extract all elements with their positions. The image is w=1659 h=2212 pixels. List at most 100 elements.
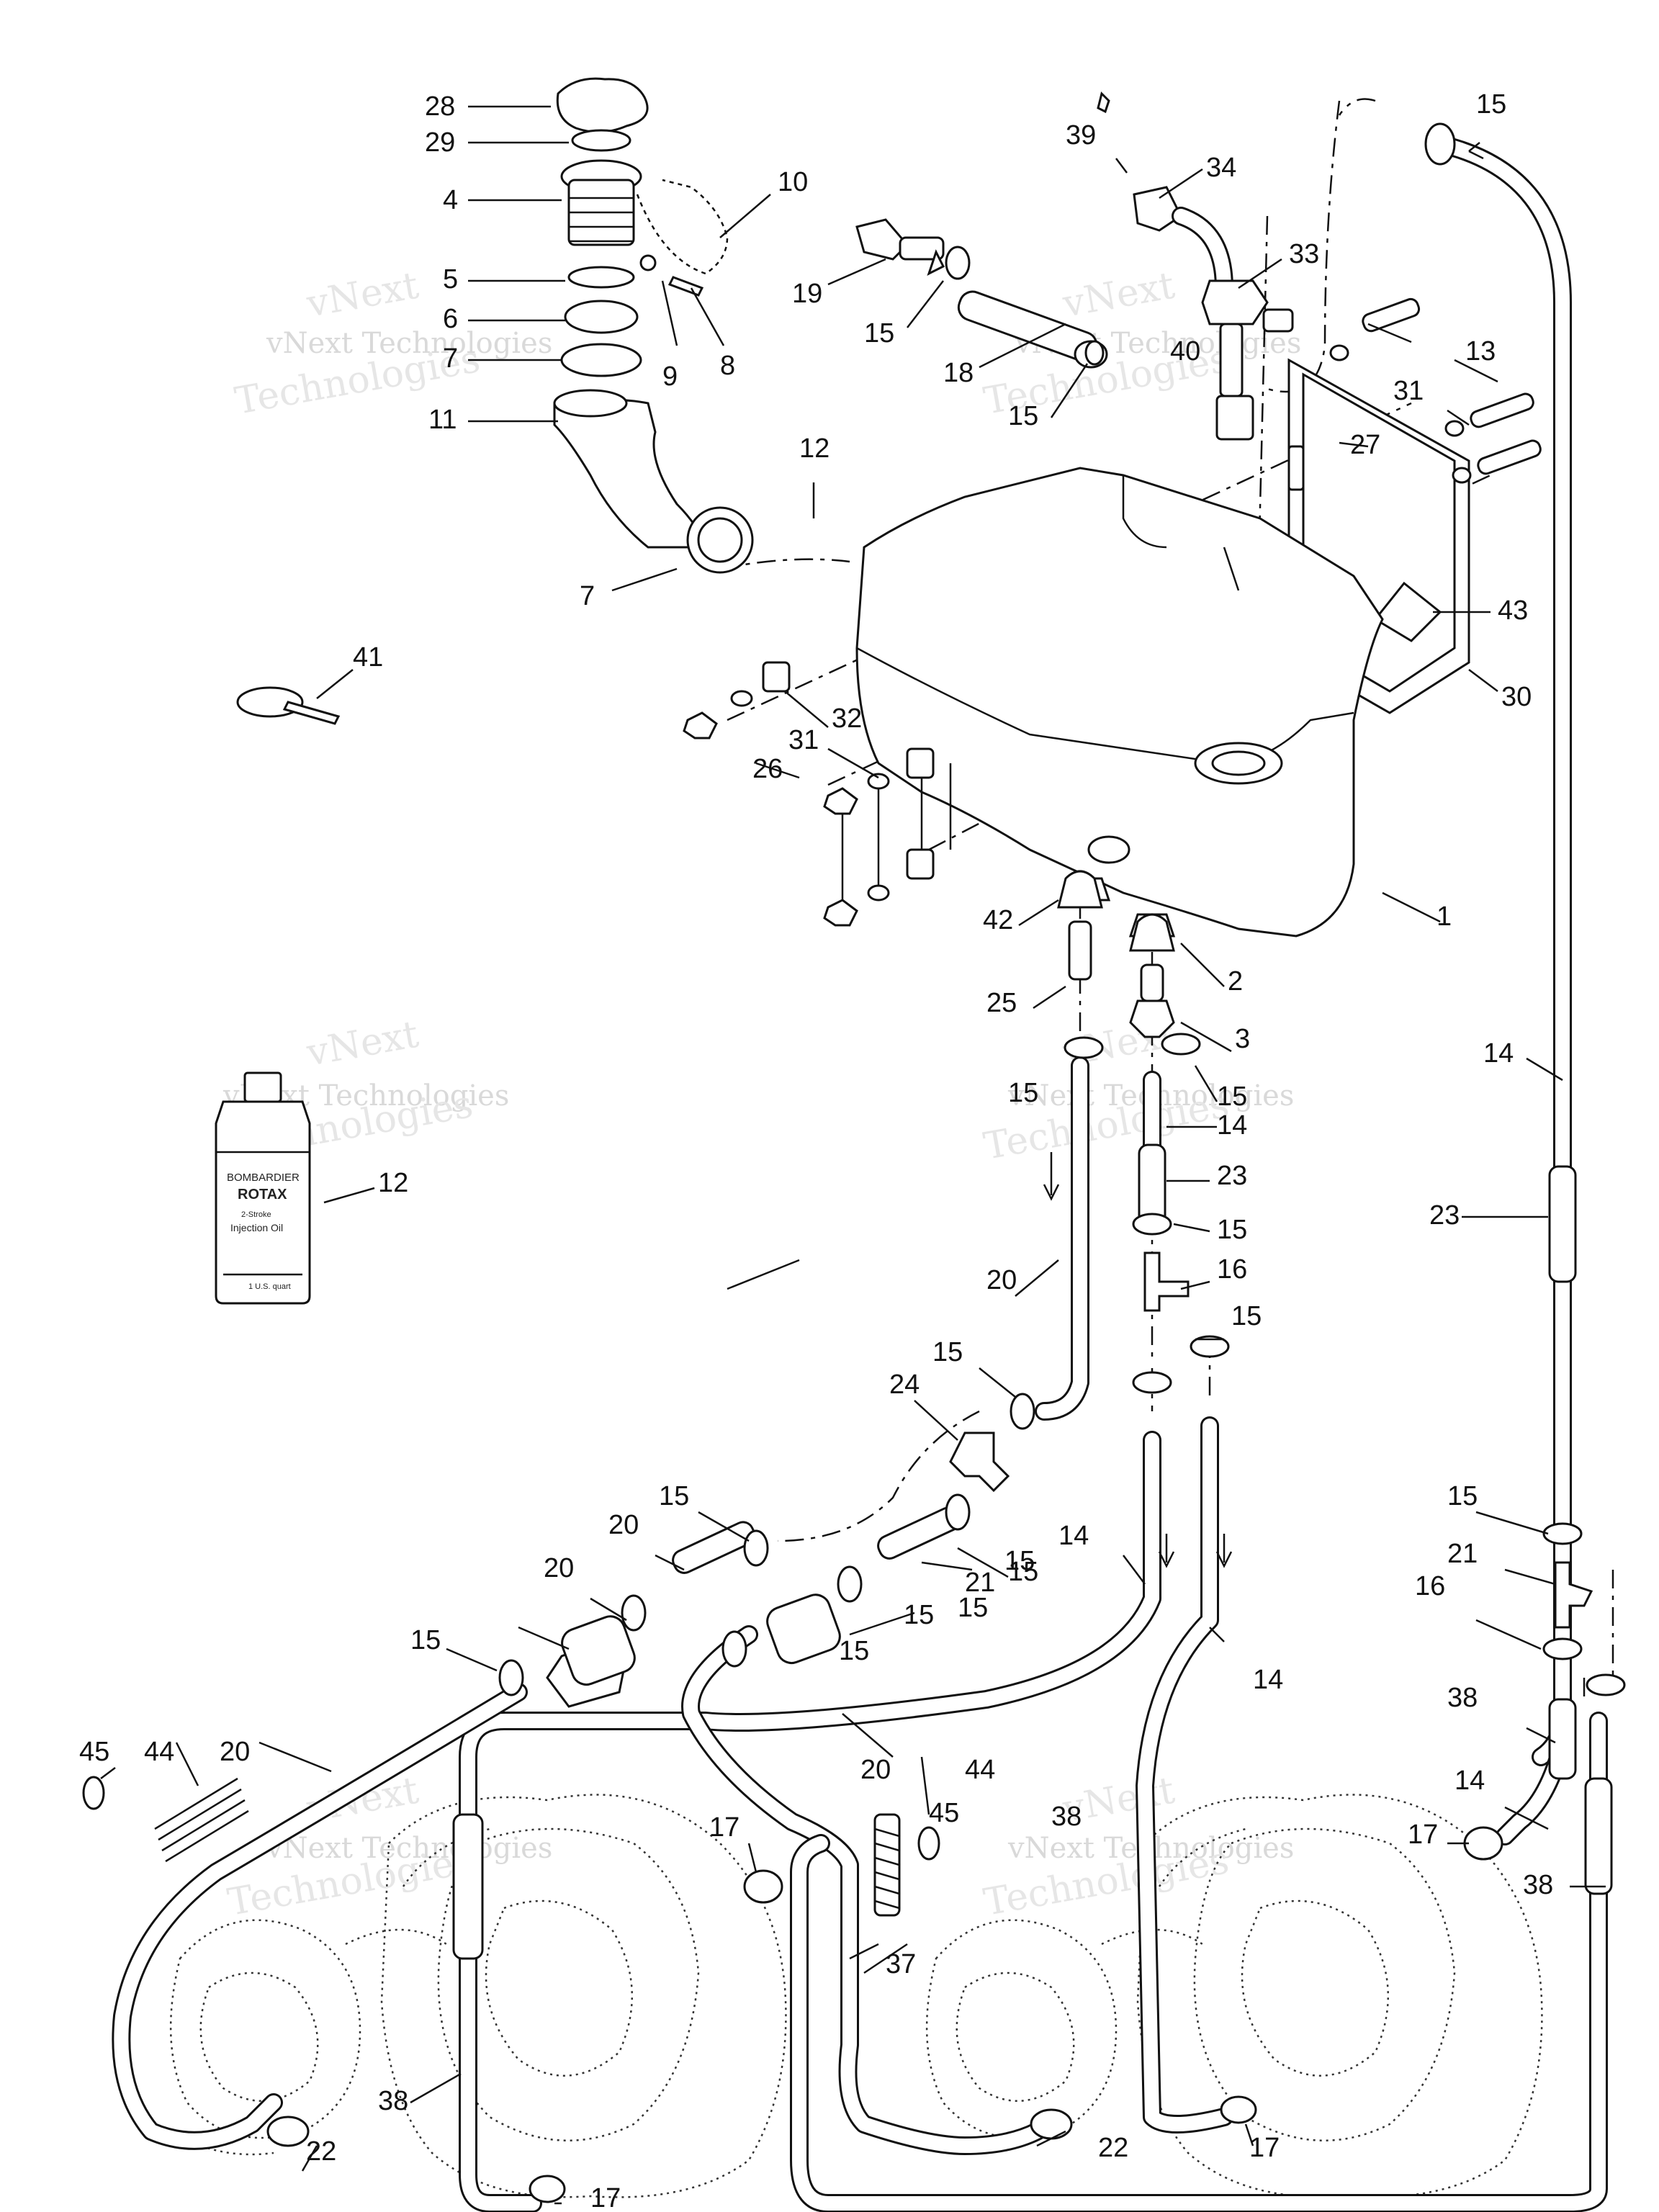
watermark-word: vNext [303,264,422,326]
part-callout: 7 [443,343,458,374]
flow-arrows [1043,142,1484,1568]
engine-left [169,1794,787,2198]
part-callout: 38 [1523,1870,1553,1900]
engine-right [925,1794,1543,2198]
part-callout: 18 [943,358,974,388]
part-callout: 37 [886,1949,916,1979]
part-callout: 30 [1501,682,1532,712]
part-callout: 44 [965,1755,995,1785]
cable-tie [236,686,341,725]
bottle-label-text: 1 U.S. quart [248,1282,291,1291]
part-callout: 21 [965,1568,995,1598]
part-callout: 3 [1235,1024,1250,1054]
part-callout: 15 [958,1593,988,1623]
part-callout: 15 [904,1600,934,1630]
part-callout: 13 [1465,336,1496,367]
part-callout: 22 [1098,2133,1128,2163]
part-callout: 17 [1408,1820,1438,1850]
part-callout: 15 [1217,1082,1247,1112]
springs [154,1777,901,1917]
part-callout: 6 [443,304,458,334]
part-callout: 12 [799,433,830,464]
part-callout: 15 [864,318,894,349]
part-callout: 15 [1476,89,1506,120]
part-callout: 15 [659,1481,689,1511]
part-callout: 20 [544,1553,574,1583]
part-callout: 15 [410,1625,441,1655]
part-callout: 14 [1058,1521,1089,1551]
leader-lines [100,105,1606,2205]
part-callout: 19 [792,279,822,309]
part-callout: 45 [929,1798,959,1828]
part-callout: 2 [1228,966,1243,997]
part-callout: 15 [1004,1546,1035,1576]
part-callout: 15 [1008,1557,1038,1587]
part-callout: 4 [443,185,458,215]
part-callout: 43 [1498,595,1528,626]
part-callout: 42 [983,905,1013,935]
bottle-label-text: 2-Stroke [241,1210,271,1219]
part-callout: 28 [425,91,455,122]
part-callout: 25 [986,988,1017,1018]
part-callout: 17 [1249,2133,1280,2163]
part-callout: 21 [1447,1539,1478,1569]
part-callout: 38 [1447,1683,1478,1713]
part-callout: 29 [425,127,455,158]
part-callout: 16 [1415,1571,1445,1601]
bottle-label-text: Injection Oil [230,1222,283,1233]
part-callout: 15 [839,1636,869,1666]
part-callout: 39 [1066,120,1096,150]
part-callout: 14 [1253,1665,1283,1695]
part-callout: 15 [1008,401,1038,431]
part-callout: 20 [608,1510,639,1540]
part-callout: 31 [788,725,819,755]
part-callout: 44 [144,1737,174,1767]
filler-cap-assembly [553,77,754,574]
part-callout: 14 [1483,1038,1514,1069]
part-callout: 45 [79,1737,109,1767]
part-callout: 23 [1429,1200,1460,1231]
part-callout: 17 [590,2183,621,2212]
part-callout: 24 [889,1370,920,1400]
part-callout: 20 [220,1737,250,1767]
part-callout: 26 [752,754,783,784]
watermark-word: vNext [303,1013,422,1075]
part-callout: 15 [1447,1481,1478,1511]
part-callout: 38 [1051,1802,1082,1832]
part-callout: 33 [1289,239,1319,269]
part-callout: 34 [1206,153,1236,183]
part-callout: 32 [832,703,862,734]
part-callout: 12 [378,1168,408,1198]
part-callout: 14 [1455,1766,1485,1796]
watermark-word: vNext [1059,264,1178,326]
fittings [949,870,1593,1629]
part-callout: 40 [1170,336,1200,367]
part-callout: 1 [1437,902,1452,932]
vent-assembly [855,91,1294,441]
mounting-hardware [683,661,952,927]
part-callout: 15 [1231,1301,1262,1331]
hoses [112,135,1613,2212]
part-callout: 20 [860,1755,891,1785]
part-callout: 15 [932,1337,963,1367]
part-callout: 31 [1393,376,1424,406]
oil-bottle: BOMBARDIER ROTAX 2-Stroke Injection Oil … [215,1071,311,1305]
part-callout: 14 [1217,1110,1247,1141]
fuel-filters [546,1593,841,1708]
bottle-brand-text: ROTAX [238,1187,287,1202]
part-callout: 8 [720,351,735,381]
part-callout: 23 [1217,1161,1247,1191]
part-callout: 9 [662,361,678,392]
part-callout: 17 [709,1812,739,1843]
part-callout: 41 [353,642,383,673]
watermark-text: vNext Technologies [266,327,552,360]
bottle-brand-text: BOMBARDIER [227,1172,300,1184]
part-callout: 5 [443,264,458,295]
callout-labels: 28 29 4 10 5 6 7 9 8 11 12 7 39 34 15 19… [79,89,1553,2212]
part-callout: 20 [986,1265,1017,1295]
part-callout: 15 [1217,1215,1247,1245]
clamps [82,122,1626,2203]
part-callout: 10 [778,167,808,197]
part-callout: 16 [1217,1254,1247,1285]
